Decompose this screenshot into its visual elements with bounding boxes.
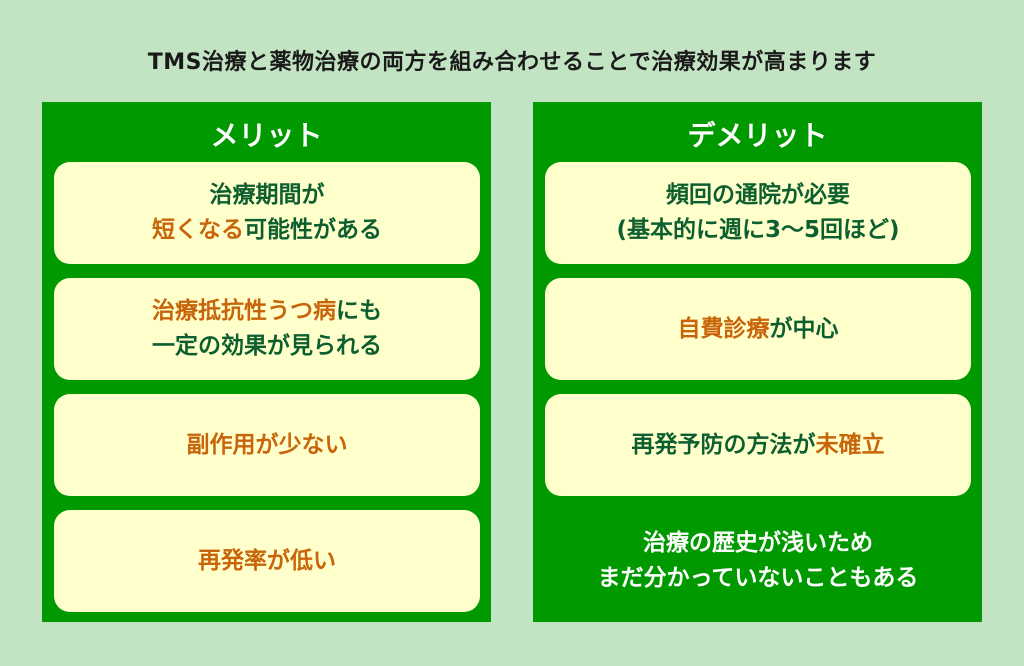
card-text: 副作用が少ない — [187, 428, 348, 463]
demerit-card: 自費診療が中心 — [545, 278, 971, 380]
highlight-text: 治療抵抗性うつ病 — [152, 298, 336, 324]
merit-card: 副作用が少ない — [54, 394, 480, 496]
card-line: 再発予防の方法が未確立 — [632, 428, 885, 463]
card-text-segment: 再発予防の方法が — [631, 431, 816, 458]
merit-card: 治療期間が短くなる可能性がある — [54, 162, 480, 264]
card-text: 頻回の通院が必要 (基本的に週に3〜5回ほど) — [616, 178, 899, 248]
card-line: (基本的に週に3〜5回ほど) — [616, 213, 899, 248]
merit-card: 治療抵抗性うつ病にも一定の効果が見られる — [54, 278, 480, 380]
demerit-note: 治療の歴史が浅いためまだ分かっていないこともある — [545, 510, 971, 612]
card-text: 自費診療が中心 — [678, 312, 839, 347]
card-text: 治療の歴史が浅いためまだ分かっていないこともある — [598, 526, 919, 596]
card-line: 治療期間が — [152, 178, 382, 213]
card-text-segment: が中心 — [769, 315, 839, 342]
highlight-text: 副作用が少ない — [186, 431, 348, 458]
highlight-text: 再発率が低い — [198, 547, 336, 574]
card-text-segment: まだ分かっていないこともある — [597, 565, 919, 591]
card-line: 一定の効果が見られる — [152, 329, 382, 364]
page-title: TMS治療と薬物治療の両方を組み合わせることで治療効果が高まります — [147, 50, 877, 75]
card-line: まだ分かっていないこともある — [598, 561, 919, 596]
card-line: 自費診療が中心 — [678, 312, 839, 347]
card-text-segment: 頻回の通院が必要 — [666, 182, 850, 208]
highlight-text: 短くなる — [152, 217, 244, 243]
card-text-segment: にも — [336, 298, 382, 324]
card-text: 再発予防の方法が未確立 — [632, 428, 885, 463]
card-line: 治療の歴史が浅いため — [598, 526, 919, 561]
card-line: 副作用が少ない — [187, 428, 348, 463]
card-text-segment: 治療期間が — [209, 182, 325, 208]
demerit-card: 再発予防の方法が未確立 — [545, 394, 971, 496]
card-text-segment: (基本的に週に3〜5回ほど) — [616, 217, 900, 243]
demerits-heading: デメリット — [687, 119, 828, 152]
card-line: 短くなる可能性がある — [152, 213, 382, 248]
card-text-segment: 可能性がある — [244, 217, 382, 243]
card-text: 治療期間が短くなる可能性がある — [152, 178, 382, 248]
card-text-segment: 治療の歴史が浅いため — [642, 530, 873, 556]
merits-panel: メリット 治療期間が短くなる可能性がある 治療抵抗性うつ病にも一定の効果が見られ… — [42, 102, 491, 622]
card-text-segment: 一定の効果が見られる — [152, 333, 382, 359]
card-text: 治療抵抗性うつ病にも一定の効果が見られる — [152, 294, 382, 364]
card-line: 治療抵抗性うつ病にも — [152, 294, 382, 329]
card-line: 再発率が低い — [198, 544, 336, 579]
highlight-text: 未確立 — [815, 431, 885, 458]
merits-heading: メリット — [210, 119, 323, 152]
card-text: 再発率が低い — [198, 544, 336, 579]
demerits-panel: デメリット 頻回の通院が必要 (基本的に週に3〜5回ほど) 自費診療が中心 再発予… — [533, 102, 982, 622]
highlight-text: 自費診療 — [677, 315, 770, 342]
demerit-card: 頻回の通院が必要 (基本的に週に3〜5回ほど) — [545, 162, 971, 264]
merit-card: 再発率が低い — [54, 510, 480, 612]
card-line: 頻回の通院が必要 — [616, 178, 899, 213]
